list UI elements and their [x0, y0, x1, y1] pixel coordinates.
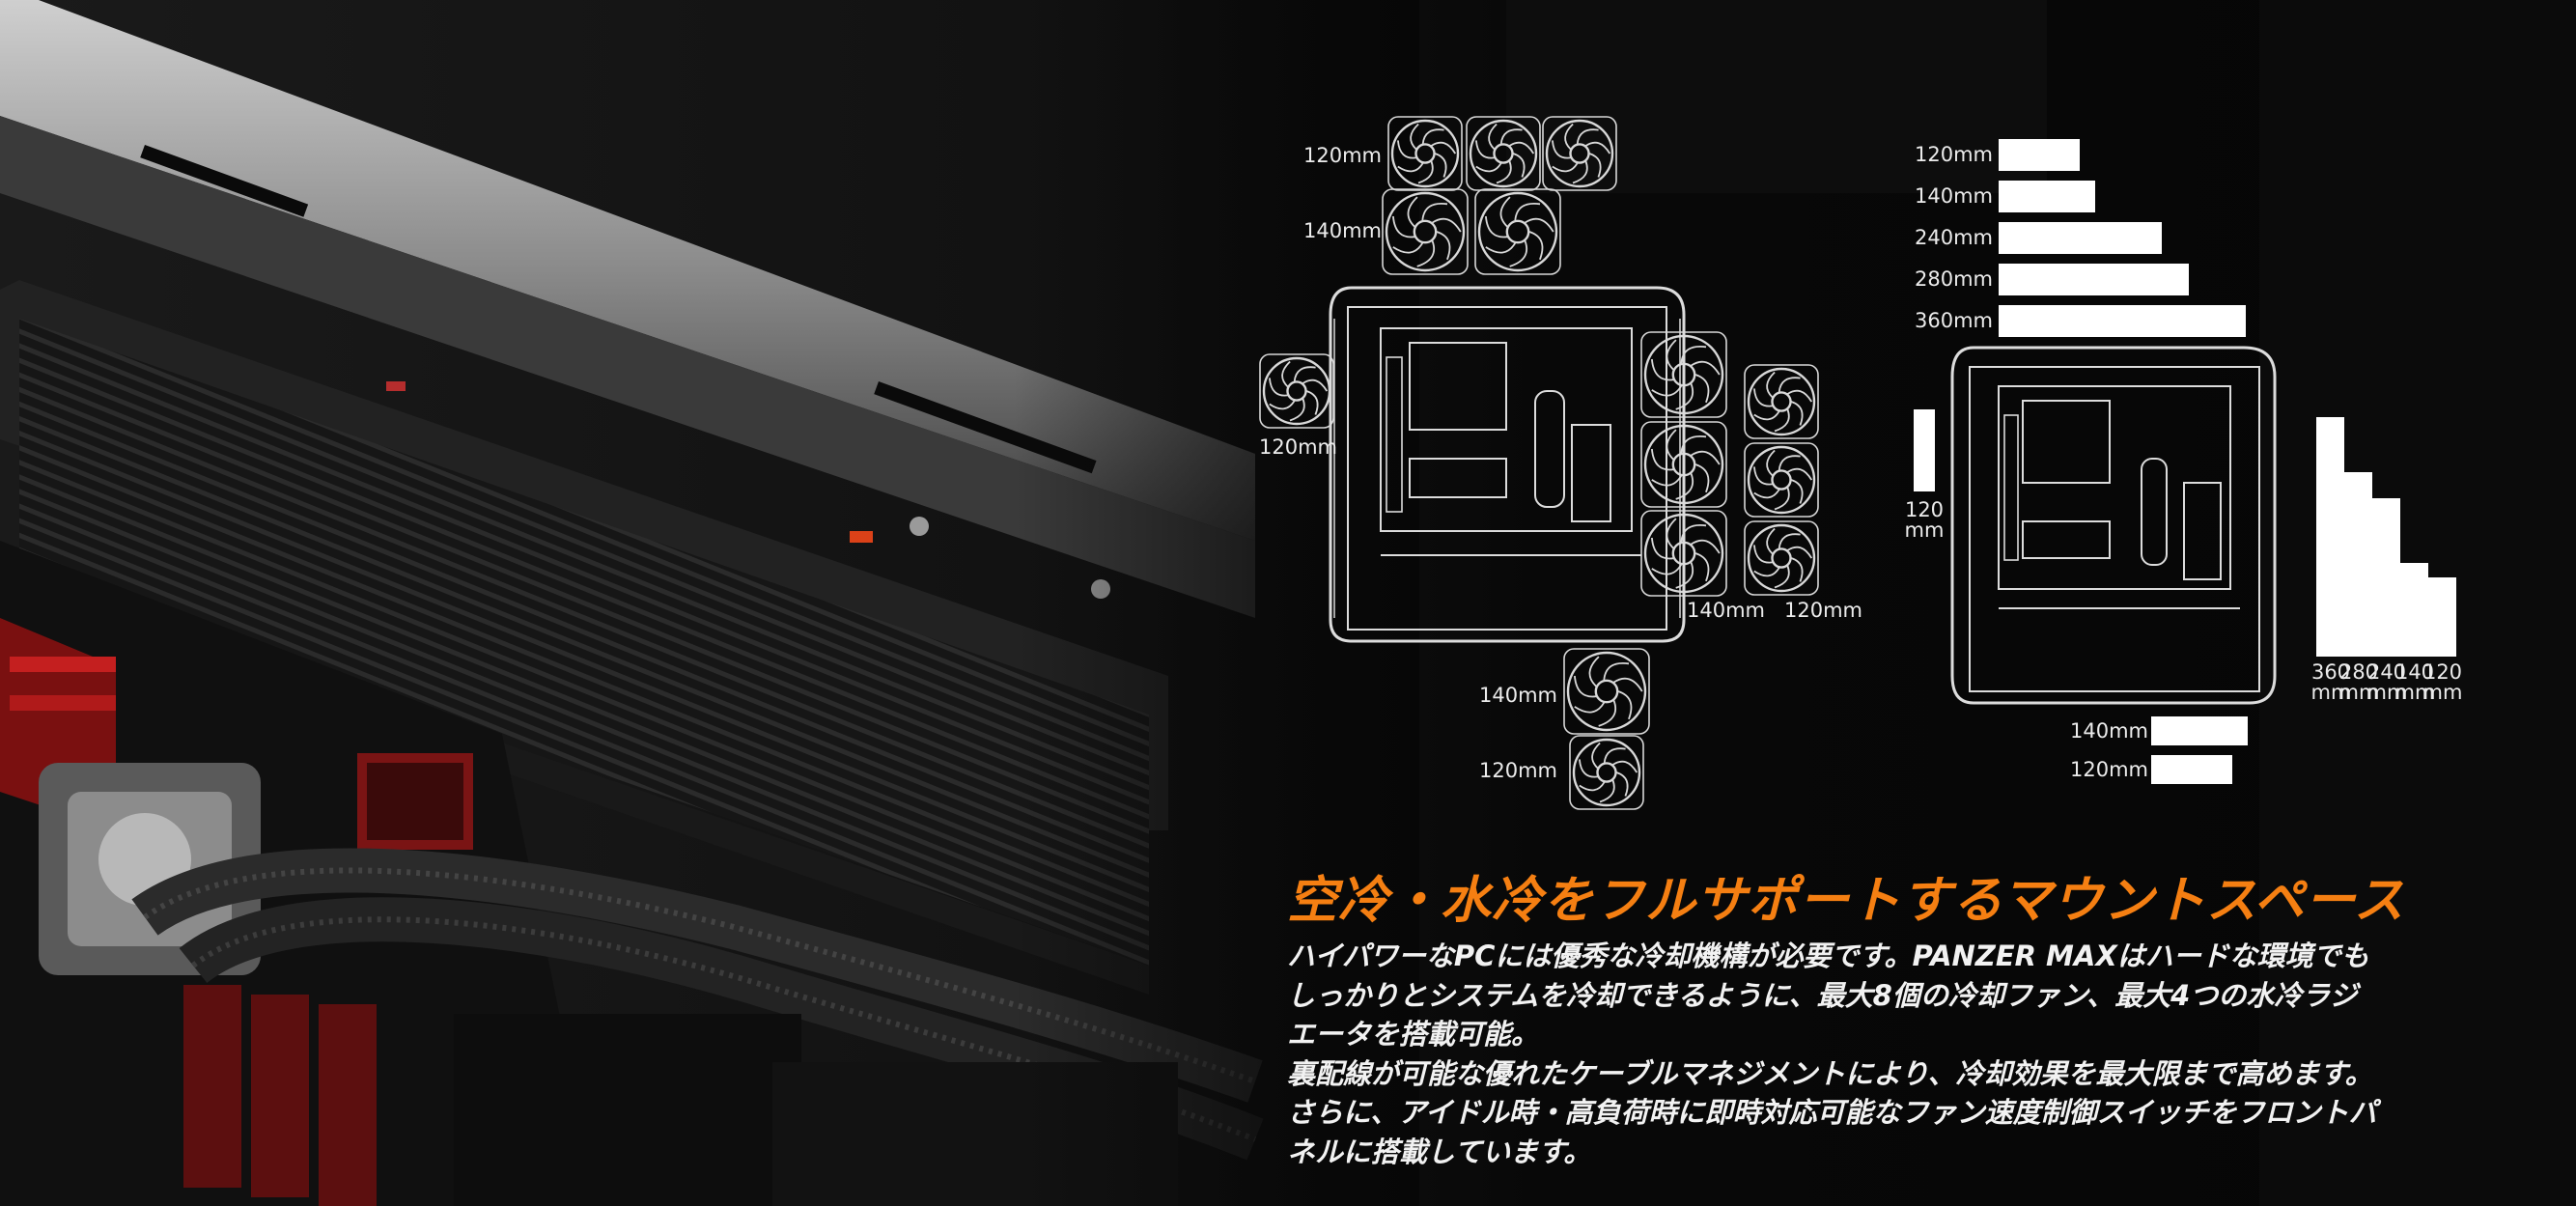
body-line: ハイパワーなPCには優秀な冷却機構が必要です。PANZER MAXはハードな環境… — [1287, 940, 2369, 972]
top-bar-label: 240mm — [1915, 226, 1993, 249]
label-top-140: 140mm — [1303, 219, 1382, 242]
top-bar-label: 140mm — [1915, 184, 1993, 208]
top-bar — [1999, 222, 2162, 254]
fan-icon — [1474, 188, 1561, 275]
right-bar-unit: mm — [2394, 681, 2435, 704]
fan-icon — [1259, 353, 1334, 429]
top-bar-label: 280mm — [1915, 267, 1993, 291]
left-bar-unit: mm — [1904, 519, 1945, 542]
bottom-bar-label: 140mm — [2070, 719, 2148, 743]
bottom-bar — [2151, 755, 2232, 784]
left-bar-num: 120 — [1904, 498, 1945, 521]
right-bar-num: 120 — [2422, 660, 2463, 684]
right-bar-unit: mm — [2422, 681, 2463, 704]
left-bar-label: 120 mm — [1894, 500, 1954, 541]
bottom-bar — [2151, 716, 2248, 745]
right-bar-num: 280 — [2338, 660, 2379, 684]
left-bar-120 — [1914, 409, 1935, 491]
top-bar-label: 360mm — [1915, 309, 1993, 332]
top-bar — [1999, 139, 2080, 171]
right-bar-unit: mm — [2366, 681, 2407, 704]
label-right-120: 120mm — [1784, 599, 1862, 622]
right-bar — [2400, 563, 2428, 657]
label-right-140: 140mm — [1687, 599, 1765, 622]
section-heading: 空冷・水冷をフルサポートするマウントスペース — [1287, 872, 2405, 930]
label-top-120: 120mm — [1303, 144, 1382, 167]
label-bottom-140: 140mm — [1479, 684, 1557, 707]
fan-icon — [1466, 116, 1541, 191]
section-body: ハイパワーなPCには優秀な冷却機構が必要です。PANZER MAXはハードな環境… — [1287, 937, 2552, 1171]
body-line: エータを搭載可能。 — [1287, 1018, 1540, 1051]
body-line: しっかりとシステムを冷却できるように、最大8個の冷却ファン、最大4つの水冷ラジ — [1287, 978, 2358, 1012]
fan-icon — [1542, 116, 1617, 191]
fan-icon — [1744, 364, 1819, 439]
fan-icon — [1387, 116, 1463, 191]
bottom-bar-label: 120mm — [2070, 758, 2148, 781]
right-bar — [2344, 472, 2372, 657]
right-bar — [2428, 577, 2456, 657]
right-bar-num: 140 — [2394, 660, 2435, 684]
fan-icon — [1744, 442, 1819, 518]
fan-icon — [1382, 188, 1469, 275]
top-bar — [1999, 305, 2246, 337]
case-outline — [1329, 286, 1686, 643]
body-line: さらに、アイドル時・高負荷時に即時対応可能なファン速度制御スイッチをフロントパ — [1287, 1096, 2377, 1129]
top-bar-label: 120mm — [1915, 143, 1993, 166]
right-bar — [2316, 417, 2344, 657]
right-bar-unit: mm — [2310, 681, 2351, 704]
right-bar — [2372, 498, 2400, 657]
label-side-120: 120mm — [1259, 435, 1337, 459]
top-bar — [1999, 264, 2189, 295]
top-bar — [1999, 181, 2095, 212]
right-bar-unit: mm — [2338, 681, 2379, 704]
body-line: 裏配線が可能な優れたケーブルマネジメントにより、冷却効果を最大限まで高めます。 — [1287, 1056, 2373, 1090]
right-bar-num: 360 — [2310, 660, 2351, 684]
case-outline-2 — [1950, 346, 2277, 705]
fan-icon — [1744, 520, 1819, 596]
label-bottom-120: 120mm — [1479, 759, 1557, 782]
fan-icon — [1569, 735, 1644, 810]
right-bar-num: 240 — [2366, 660, 2407, 684]
body-line: ネルに搭載しています。 — [1287, 1135, 1592, 1168]
fan-icon — [1563, 648, 1650, 735]
